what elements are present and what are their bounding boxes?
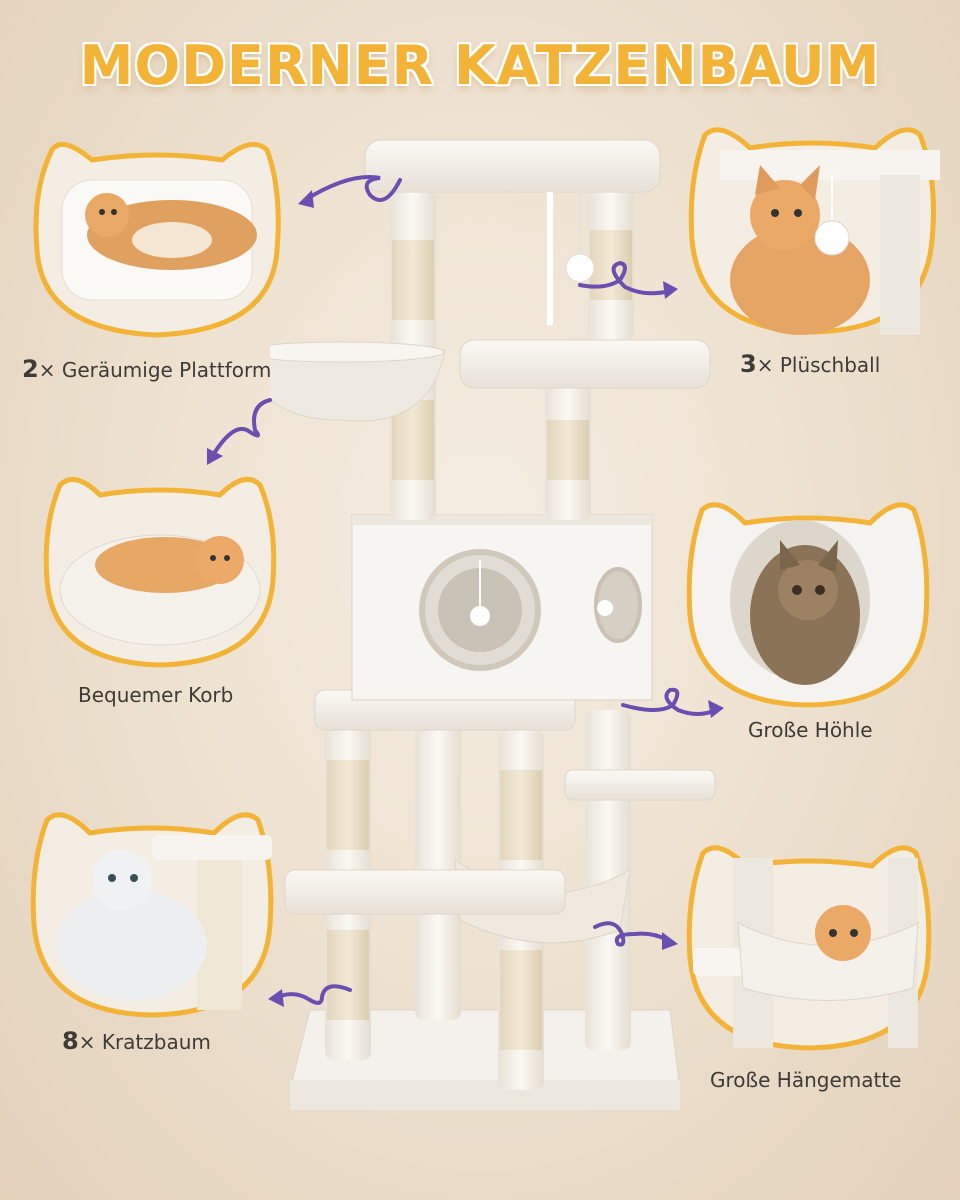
feature-count: 2 (22, 355, 39, 383)
feature-label: Große Höhle (748, 718, 873, 742)
bubble-platform (33, 141, 281, 338)
label-plush-ball: 3× Plüschball (740, 350, 880, 378)
label-scratching-post: 8× Kratzbaum (62, 1027, 211, 1055)
arrow-scratching-post (268, 984, 352, 1007)
label-hammock: Große Hängematte (710, 1068, 901, 1092)
feature-label: Bequemer Korb (78, 683, 234, 707)
arrow-basket (207, 398, 272, 465)
bubble-scratching-post (30, 812, 274, 1018)
bubble-hammock (686, 845, 932, 1051)
times-sign: × (78, 1030, 96, 1054)
bubble-plush-ball (688, 127, 940, 335)
cat-tree-illustration (270, 139, 716, 1110)
feature-count: 8 (62, 1027, 79, 1055)
feature-label: Große Hängematte (710, 1068, 902, 1092)
arrow-platform (298, 174, 402, 208)
arrow-hammock (593, 921, 678, 950)
arrow-cave (621, 687, 724, 718)
feature-label: Geräumige Plattform (61, 358, 272, 382)
feature-label: Plüschball (779, 353, 881, 377)
times-sign: × (756, 353, 774, 377)
bubble-basket (43, 476, 277, 668)
label-cave: Große Höhle (748, 718, 873, 742)
feature-count: 3 (740, 350, 757, 378)
arrow-plush-ball (578, 260, 678, 299)
bubble-cave (686, 502, 930, 708)
feature-label: Kratzbaum (101, 1030, 211, 1054)
label-basket: Bequemer Korb (78, 683, 233, 707)
times-sign: × (38, 358, 56, 382)
label-platform: 2× Geräumige Plattform (22, 355, 271, 383)
page-title: MODERNER KATZENBAUM (79, 34, 881, 97)
